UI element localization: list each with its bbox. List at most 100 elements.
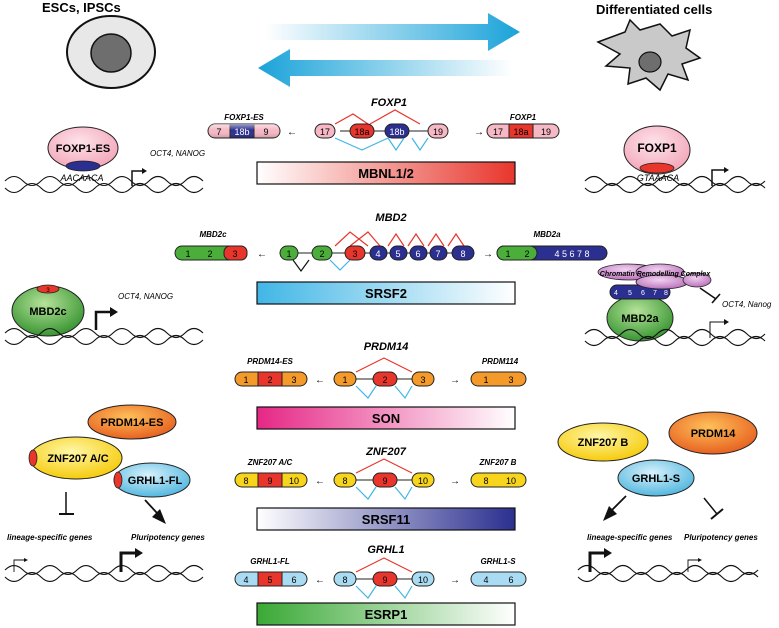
znf207-exon: 10 bbox=[418, 476, 428, 486]
grhl1-pre-mrna: 8 9 10 bbox=[333, 557, 435, 600]
chromatin-remodelling-complex bbox=[597, 263, 712, 290]
mbd2-gene-name: MBD2 bbox=[375, 212, 406, 224]
foxp1-es-protein bbox=[47, 126, 119, 172]
arrow-right-icon: → bbox=[450, 476, 460, 487]
prdm114-exon: 3 bbox=[508, 375, 513, 385]
prdm14-exon: 2 bbox=[382, 375, 387, 385]
znf207-ac-protein bbox=[28, 436, 123, 480]
grhl1-fl-transcript: 4 5 6 bbox=[234, 571, 308, 587]
znf207-b-isoform-label: ZNF207 B bbox=[479, 458, 517, 467]
mbd2c-targets: OCT4, NANOG bbox=[118, 292, 173, 301]
znf207-exon: 8 bbox=[342, 476, 347, 486]
znf207-ac-exon: 10 bbox=[289, 476, 299, 486]
znf207-ac-protein-label: ZNF207 A/C bbox=[47, 453, 108, 465]
grhl1-exon: 10 bbox=[418, 575, 428, 585]
mbd2a-isoform-label: MBD2a bbox=[533, 230, 561, 239]
dna-helix-icon bbox=[4, 564, 204, 583]
arrow-left-icon: ← bbox=[315, 476, 325, 487]
promoter-arrow-icon bbox=[698, 558, 702, 562]
prdm14-protein bbox=[668, 411, 758, 455]
grhl1-gene-name: GRHL1 bbox=[367, 544, 404, 556]
activation-arrow-icon bbox=[152, 509, 166, 524]
foxp1-es-exon: 18b bbox=[234, 127, 249, 137]
promoter-arrow-icon bbox=[724, 167, 729, 173]
mbd2a-protein-exon: 8 bbox=[664, 290, 668, 297]
srsf2-factor-box bbox=[256, 281, 516, 305]
grhl1-s-transcript: 4 6 bbox=[470, 571, 527, 587]
grhl1-fl-protein-label: GRHL1-FL bbox=[128, 475, 183, 487]
grhl1-s-protein-label: GRHL1-S bbox=[632, 473, 680, 485]
prdm14-exon: 3 bbox=[420, 375, 425, 385]
mbd2c-exon: 2 bbox=[207, 249, 212, 259]
promoter-arrow-icon bbox=[724, 319, 729, 325]
znf207-b-protein bbox=[557, 422, 649, 462]
dna-helix-icon bbox=[577, 564, 759, 583]
prdm14-es-exon: 1 bbox=[243, 375, 248, 385]
promoter-arrow-icon bbox=[588, 551, 604, 572]
grhl1-fl-protein bbox=[113, 462, 191, 498]
znf207-exon: 9 bbox=[382, 476, 387, 486]
promoter-arrow-icon bbox=[94, 310, 110, 330]
dna-helix-icon bbox=[584, 328, 766, 347]
promoter-arrow-icon bbox=[604, 548, 612, 558]
promoter-arrow-icon bbox=[131, 170, 142, 186]
son-factor-label: SON bbox=[372, 411, 400, 426]
znf207-ac-transcript: 8 9 10 bbox=[234, 472, 308, 488]
znf207-b-exon: 8 bbox=[483, 476, 488, 486]
prdm14-protein-label: PRDM14 bbox=[691, 428, 737, 440]
foxp1-es-targets: OCT4, NANOG bbox=[150, 149, 205, 158]
inhibition-icon bbox=[710, 508, 724, 520]
mbd2c-exon: 1 bbox=[185, 249, 190, 259]
foxp1-isoform-exon: 18a bbox=[513, 127, 528, 137]
mbd2a-transcript: 1 2 4 5 6 7 8 bbox=[496, 245, 608, 261]
foxp1-exon: 18b bbox=[389, 127, 404, 137]
foxp1-exon: 17 bbox=[320, 127, 330, 137]
foxp1-isoform-label: FOXP1 bbox=[510, 113, 537, 122]
mbd2a-protein-exon: 6 bbox=[641, 290, 645, 297]
arrow-right-icon: → bbox=[474, 127, 484, 138]
prdm14-gene-name: PRDM14 bbox=[364, 341, 409, 353]
mbd2-exon: 3 bbox=[352, 249, 357, 259]
foxp1-es-isoform-label: FOXP1-ES bbox=[224, 113, 264, 122]
arrow-left-icon: ← bbox=[257, 249, 267, 260]
mbd2c-protein-exon: 3 bbox=[46, 288, 50, 294]
mbd2c-isoform-label: MBD2c bbox=[199, 230, 227, 239]
prdm14-es-transcript: 1 2 3 bbox=[234, 371, 308, 387]
mbd2-exon: 1 bbox=[286, 249, 291, 259]
mbd2-exon: 2 bbox=[319, 249, 324, 259]
mbd2c-protein bbox=[11, 284, 85, 337]
promoter-arrow-icon bbox=[135, 548, 143, 558]
son-factor-box bbox=[256, 406, 516, 430]
grhl1-exon: 9 bbox=[382, 575, 387, 585]
grhl1-s-exon: 6 bbox=[508, 575, 513, 585]
mbd2c-transcript: 1 2 3 bbox=[174, 245, 248, 261]
znf207-pre-mrna: 8 9 10 bbox=[333, 458, 435, 501]
prdm14-pre-mrna: 1 2 3 bbox=[333, 357, 435, 400]
prdm114-transcript: 1 3 bbox=[470, 371, 527, 387]
arrow-right-icon: → bbox=[450, 575, 460, 586]
activation-arrow-icon bbox=[144, 499, 158, 514]
grhl1-s-exon: 4 bbox=[483, 575, 488, 585]
mbd2a-exon: 4 5 6 7 8 bbox=[554, 249, 589, 259]
mbd2c-exon: 3 bbox=[232, 249, 237, 259]
mbd2a-protein-exon: 7 bbox=[653, 290, 657, 297]
chromatin-complex-label: Chromatin Remodelling Complex bbox=[600, 271, 712, 278]
mbnl-factor-label: MBNL1/2 bbox=[358, 166, 414, 181]
foxp1-es-exon: 7 bbox=[216, 127, 221, 137]
differentiated-cell-icon bbox=[596, 18, 702, 92]
differentiation-arrow-icon bbox=[258, 13, 520, 87]
foxp1-pre-mrna: 17 18a 18b 19 bbox=[314, 109, 449, 152]
arrow-right-icon: → bbox=[483, 249, 493, 260]
mbnl-factor-box bbox=[256, 161, 516, 185]
foxp1-exon: 18a bbox=[354, 127, 369, 137]
arrow-left-icon: ← bbox=[315, 575, 325, 586]
prdm14-es-isoform-label: PRDM14-ES bbox=[247, 357, 293, 366]
promoter-arrow-icon bbox=[13, 559, 24, 572]
esrp1-factor-box bbox=[256, 602, 516, 626]
foxp1-transcript: 17 18a 19 bbox=[486, 123, 560, 139]
promoter-arrow-icon bbox=[24, 558, 28, 562]
esrp1-factor-label: ESRP1 bbox=[365, 607, 408, 622]
promoter-arrow-icon bbox=[110, 307, 118, 317]
mbd2a-targets: OCT4, Nanog bbox=[722, 300, 772, 309]
